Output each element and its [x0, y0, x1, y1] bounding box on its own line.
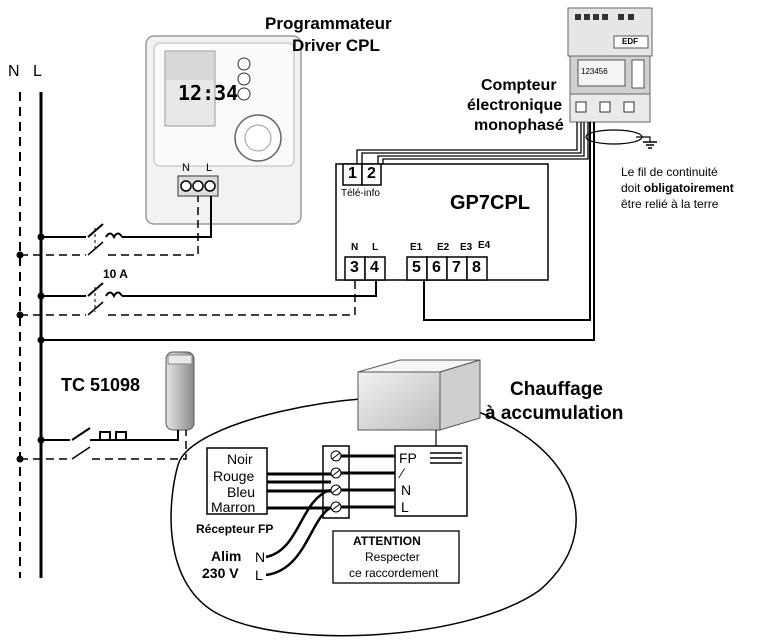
- meter-title-1: Compteur: [481, 77, 557, 94]
- heater-title-2: à accumulation: [485, 403, 624, 424]
- gp7-label-e4: E4: [478, 240, 491, 251]
- earth-note-line3: être relié à la terre: [621, 197, 719, 211]
- gp7-label-e2: E2: [437, 242, 450, 253]
- programmer-title-2: Driver CPL: [292, 36, 380, 55]
- alim-line2: 230 V: [202, 565, 239, 581]
- programmer-terminal-l: L: [206, 162, 213, 174]
- heater-terminal-l: L: [401, 499, 409, 515]
- meter-brand: EDF: [622, 37, 638, 46]
- breaker-rating: 10 A: [103, 267, 128, 281]
- gp7-teleinfo-label: Télé-info: [341, 188, 380, 199]
- meter-title-3: monophasé: [474, 117, 564, 134]
- gp7-terminal-3: 3: [350, 259, 359, 276]
- warning-line2: ce raccordement: [349, 566, 439, 580]
- gp7-terminal-2: 2: [367, 165, 376, 182]
- gp7-terminal-6: 6: [432, 259, 441, 276]
- gp7-terminal-7: 7: [452, 259, 461, 276]
- receiver-wire-bleu: Bleu: [227, 484, 256, 500]
- gp7-terminal-5: 5: [412, 259, 421, 276]
- warning-box: [332, 530, 460, 584]
- meter-title-2: électronique: [467, 97, 563, 114]
- heater-terminal-fp: FP: [399, 450, 417, 466]
- contactor-device: [165, 351, 195, 431]
- programmer-terminal-n: N: [182, 162, 190, 174]
- gp7-label-e1: E1: [410, 242, 423, 253]
- contactor-name: TC 51098: [61, 375, 141, 395]
- programmer-title-1: Programmateur: [265, 14, 392, 33]
- warning-title: ATTENTION: [353, 534, 421, 548]
- programmer-display-time: 12:34: [178, 81, 239, 105]
- storage-heater: [357, 359, 481, 431]
- alim-n: N: [255, 549, 266, 565]
- electric-meter: [567, 7, 653, 123]
- programmer-device: [145, 35, 302, 225]
- heater-terminal-n: N: [401, 482, 412, 498]
- gp7-terminal-8: 8: [472, 259, 481, 276]
- earth-note-line2: doit obligatoirement: [621, 181, 734, 195]
- gp7-name: GP7CPL: [450, 192, 531, 214]
- live-label: L: [33, 63, 42, 80]
- alim-line1: Alim: [211, 548, 242, 564]
- neutral-label: N: [8, 63, 20, 80]
- receiver-wire-noir: Noir: [227, 451, 253, 467]
- gp7-label-e3: E3: [460, 242, 473, 253]
- receiver-wire-marron: Marron: [211, 499, 256, 515]
- heater-terminal-switch: ⁄: [401, 465, 404, 481]
- meter-reading: 123456: [581, 67, 608, 76]
- gp7-label-l: L: [372, 242, 379, 253]
- heater-title-1: Chauffage: [510, 379, 603, 400]
- earth-note-line1: Le fil de continuité: [621, 165, 718, 179]
- receiver-label: Récepteur FP: [196, 522, 274, 536]
- gp7-terminal-1: 1: [348, 165, 357, 182]
- gp7-label-n: N: [351, 242, 359, 253]
- alim-l: L: [255, 567, 263, 583]
- gp7-terminal-4: 4: [370, 259, 379, 276]
- warning-line1: Respecter: [365, 550, 420, 564]
- receiver-wire-rouge: Rouge: [213, 468, 255, 484]
